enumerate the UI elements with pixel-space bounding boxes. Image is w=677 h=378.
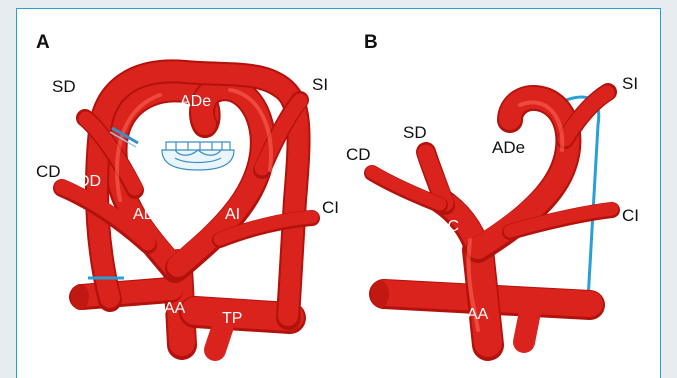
panel-a-label-ade: ADe <box>180 93 211 110</box>
panel-a-label-dd: DD <box>78 173 101 190</box>
panel-b-label-si: SI <box>622 74 638 93</box>
panel-b-label-sd: SD <box>403 123 427 142</box>
panel-b-label-cd: CD <box>346 145 371 164</box>
panel-a-label-ci: CI <box>322 198 339 217</box>
panel-a-label-si: SI <box>312 75 328 94</box>
panel-b: B SD SI ADe CD TBC CI AA <box>346 32 639 345</box>
panel-a: A SD SI ADe CD DD AD AI CI AA TP <box>36 32 339 350</box>
panel-a-label-aa: AA <box>164 300 186 317</box>
panel-b-label-tbc: TBC <box>427 218 459 235</box>
panel-a-label-ai: AI <box>225 206 240 223</box>
panel-b-label-aa: AA <box>467 306 489 323</box>
panel-a-label-sd: SD <box>52 77 76 96</box>
panel-a-letter: A <box>36 32 50 53</box>
panel-b-label-ci: CI <box>622 206 639 225</box>
panel-a-label-ad: AD <box>133 206 155 223</box>
panel-a-trachea <box>162 142 234 170</box>
panel-a-label-cd: CD <box>36 162 61 181</box>
panel-b-letter: B <box>364 32 378 53</box>
panel-a-label-tp: TP <box>222 310 242 327</box>
panel-b-label-ade: ADe <box>492 138 525 157</box>
